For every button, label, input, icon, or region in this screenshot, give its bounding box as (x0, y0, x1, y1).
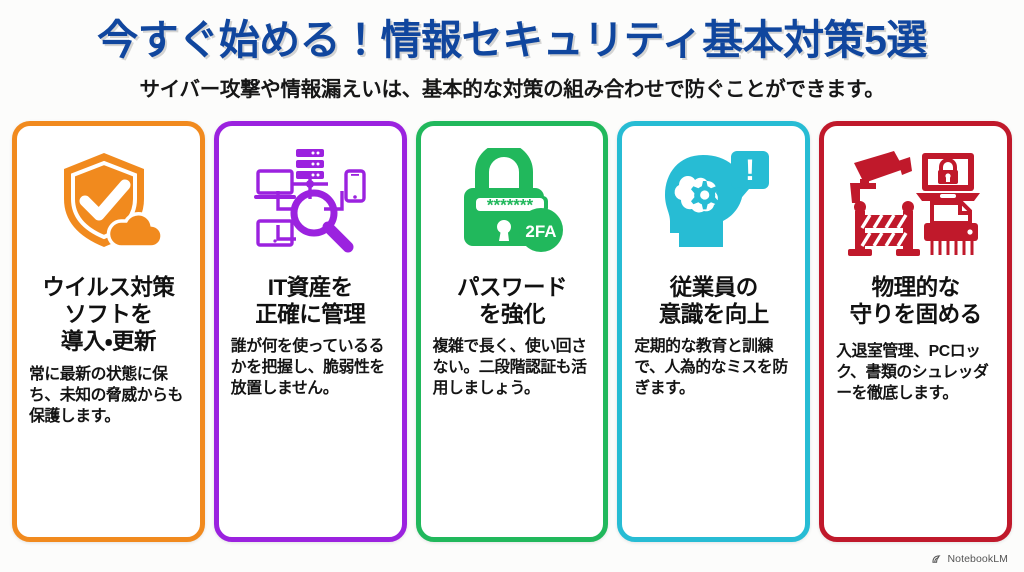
card-physical-security: 物理的な 守りを固める 入退室管理、PCロック、書類のシュレッダーを徹底します。 (819, 120, 1012, 542)
header: 今すぐ始める！情報セキュリティ基本対策5選 サイバー攻撃や情報漏えいは、基本的な… (0, 0, 1024, 103)
watermark-label: NotebookLM (947, 553, 1008, 565)
head-brain-alert-icon: ! (657, 142, 771, 260)
shield-check-cloud-icon (54, 142, 163, 260)
card-awareness: ! 従業員の 意識を向上 定期的な教育と訓練で、人為的なミスを防ぎます。 (617, 120, 811, 542)
physical-security-icon (846, 142, 986, 260)
alert-glyph-text: ! (745, 154, 755, 187)
card-heading: ウイルス対策 ソフトを 導入・更新 (42, 274, 175, 355)
card-body: 誰が何を使っているるかを把握し、脆弱性を放置しません。 (230, 338, 385, 398)
card-heading: 物理的な 守りを固める (849, 274, 983, 327)
cctv-camera-icon (849, 150, 912, 203)
page-title: 今すぐ始める！情報セキュリティ基本対策5選 (97, 17, 927, 63)
watermark: NotebookLM (932, 553, 1008, 565)
card-password: ******* 2FA パスワード を強化 複雑で長く、使い回さない。二段階認証… (415, 120, 609, 542)
shredder-icon (923, 200, 978, 255)
page-subtitle: サイバー攻撃や情報漏えいは、基本的な対策の組み合わせで防ぐことができます。 (139, 77, 885, 101)
card-antivirus: ウイルス対策 ソフトを 導入・更新 常に最新の状態に保ち、未知の脅威からも保護し… (12, 120, 205, 542)
password-mask-text: ******* (487, 195, 534, 214)
card-body: 入退室管理、PCロック、書類のシュレッダーを徹底します。 (836, 343, 989, 403)
notebooklm-logo-icon (932, 554, 943, 565)
two-factor-badge-text: 2FA (525, 222, 556, 241)
card-body: 定期的な教育と訓練で、人為的なミスを防ぎます。 (634, 338, 788, 398)
card-heading: IT資産を 正確に管理 (255, 274, 366, 327)
card-heading: 従業員の 意識を向上 (658, 274, 770, 327)
cards-row: ウイルス対策 ソフトを 導入・更新 常に最新の状態に保ち、未知の脅威からも保護し… (12, 120, 1012, 572)
card-it-asset: IT資産を 正確に管理 誰が何を使っているるかを把握し、脆弱性を放置しません。 (213, 120, 407, 542)
card-body: 複雑で長く、使い回さない。二段階認証も活用しましょう。 (432, 338, 587, 398)
card-body: 常に最新の状態に保ち、未知の脅威からも保護します。 (29, 365, 183, 425)
barrier-icon (847, 200, 920, 256)
card-heading: パスワード を強化 (456, 274, 568, 327)
padlock-password-2fa-icon: ******* 2FA (456, 142, 568, 260)
it-asset-magnifier-icon (252, 142, 368, 260)
laptop-lock-icon (915, 152, 980, 201)
